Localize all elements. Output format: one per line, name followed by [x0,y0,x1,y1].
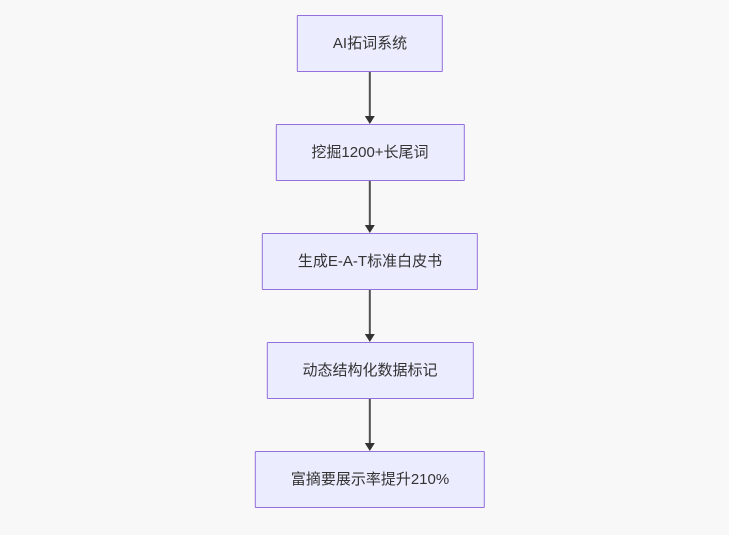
flow-node-label: 富摘要展示率提升210% [290,471,450,488]
arrow-down-icon [365,334,375,342]
flow-edge [365,181,375,233]
arrow-down-icon [365,116,375,124]
flow-edge [365,399,375,451]
flow-node-eat-whitepaper: 生成E-A-T标准白皮书 [261,233,479,290]
edge-line [369,399,371,443]
flow-node-ai-keyword-system: AI拓词系统 [296,15,444,72]
flow-node-structured-data-markup: 动态结构化数据标记 [266,342,474,399]
flow-edge [365,72,375,124]
flow-node-label: 动态结构化数据标记 [302,362,438,379]
flow-edge [365,290,375,342]
flow-node-label: AI拓词系统 [332,35,408,52]
flow-node-label: 生成E-A-T标准白皮书 [297,253,443,270]
flow-node-label: 挖掘1200+长尾词 [311,144,429,161]
flow-node-longtail-mining: 挖掘1200+长尾词 [275,124,465,181]
flowchart: AI拓词系统 挖掘1200+长尾词 生成E-A-T标准白皮书 动态结构化数据标记 [254,15,486,508]
arrow-down-icon [365,443,375,451]
flow-node-rich-snippet-uplift: 富摘要展示率提升210% [254,451,486,508]
arrow-down-icon [365,225,375,233]
edge-line [369,72,371,116]
edge-line [369,290,371,334]
edge-line [369,181,371,225]
